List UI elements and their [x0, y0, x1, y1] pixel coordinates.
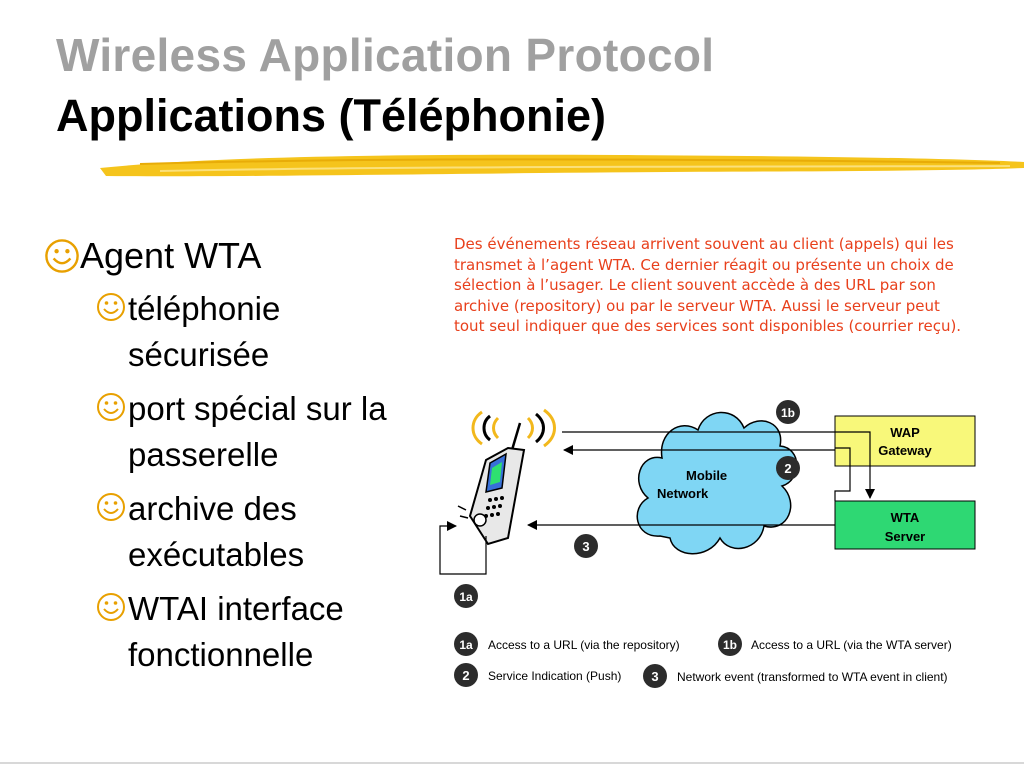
server-label-line2: Server	[885, 529, 925, 544]
main-bullet-text: Agent WTA	[80, 235, 262, 276]
step-1b-label: 1b	[781, 406, 795, 420]
step-1a-label: 1a	[459, 590, 473, 604]
footer-divider	[0, 762, 1024, 764]
mobile-phone-icon	[457, 408, 556, 546]
mobile-network-cloud: Mobile Network	[636, 411, 798, 555]
step-2-label: 2	[784, 461, 791, 476]
gateway-label-line1: WAP	[890, 425, 920, 440]
step-badge-1b: 1b	[776, 400, 800, 424]
sub-bullet-text: téléphonie sécurisée	[128, 290, 281, 373]
sub-bullet-text: archive des exécutables	[128, 490, 305, 573]
smiley-icon	[97, 293, 125, 321]
step-3-label: 3	[582, 539, 589, 554]
sub-bullet: téléphonie sécurisée	[96, 286, 424, 378]
bullet-list: Agent WTA téléphonie sécurisée port spéc…	[44, 234, 424, 678]
sub-bullet-text: WTAI interface fonctionnelle	[128, 590, 344, 673]
legend-2-text: Service Indication (Push)	[488, 669, 621, 683]
step-badge-3: 3	[574, 534, 598, 558]
sub-bullet: WTAI interface fonctionnelle	[96, 586, 424, 678]
wap-gateway-box	[834, 415, 976, 467]
legend-1a-num: 1a	[459, 638, 473, 652]
wta-diagram: Mobile Network WAP Gateway WTA Server	[439, 400, 976, 688]
smiley-icon	[97, 593, 125, 621]
flow-arrows	[439, 431, 875, 575]
main-bullet: Agent WTA	[44, 234, 424, 278]
legend-1b-num: 1b	[723, 638, 737, 652]
legend-2-num: 2	[462, 668, 469, 683]
step-badge-2: 2	[776, 456, 800, 480]
network-label-line2: Network	[657, 486, 709, 501]
legend-1a-text: Access to a URL (via the repository)	[488, 638, 680, 652]
sub-bullet: archive des exécutables	[96, 486, 424, 578]
server-label-line1: WTA	[891, 510, 920, 525]
legend-1b-text: Access to a URL (via the WTA server)	[751, 638, 952, 652]
slide-title-line1: Wireless Application Protocol	[56, 29, 715, 81]
gateway-label-line2: Gateway	[878, 443, 932, 458]
title-brush-underline	[100, 154, 1024, 177]
smiley-icon	[97, 493, 125, 521]
step-badge-1a: 1a	[454, 584, 478, 608]
description-text: Des événements réseau arrivent souvent a…	[454, 235, 962, 336]
smiley-icon	[97, 393, 125, 421]
legend-3-text: Network event (transformed to WTA event …	[677, 670, 948, 684]
wta-server-box	[834, 500, 976, 550]
sub-bullet: port spécial sur la passerelle	[96, 386, 424, 478]
network-label-line1: Mobile	[686, 468, 727, 483]
slide-title-line2: Applications (Téléphonie)	[56, 90, 607, 141]
diagram-legend: 1a Access to a URL (via the repository) …	[454, 632, 952, 688]
sub-bullet-text: port spécial sur la passerelle	[128, 390, 387, 473]
smiley-icon	[45, 239, 79, 273]
legend-3-num: 3	[651, 669, 658, 684]
